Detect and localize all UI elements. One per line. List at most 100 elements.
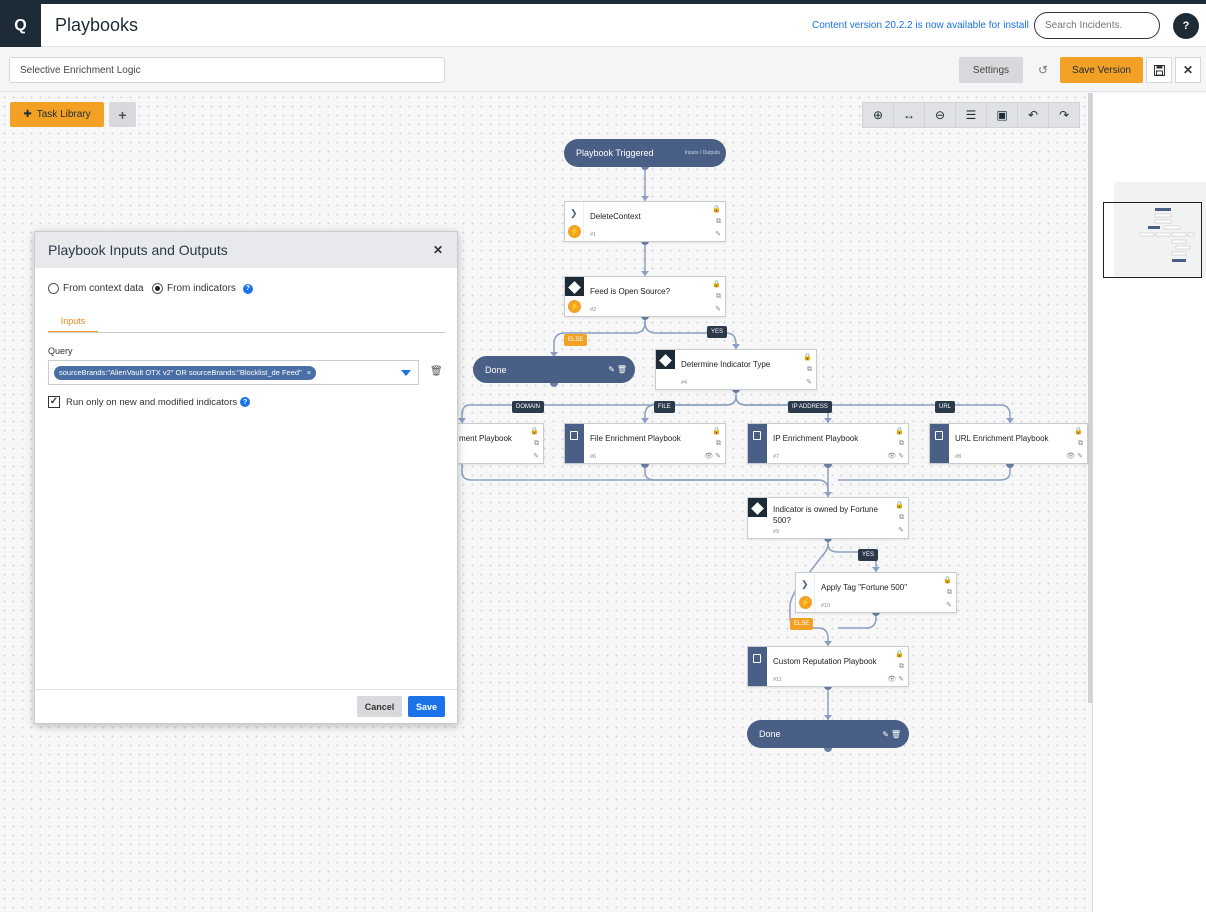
task-feed-open-source[interactable]: ⚡ Feed is Open Source? #2 🔒 ⧉ ✎ — [564, 276, 726, 317]
dropdown-caret-icon[interactable] — [401, 370, 411, 376]
edit-icon[interactable]: ✎ — [715, 231, 721, 238]
search-incidents-input[interactable] — [1034, 12, 1160, 39]
fit-width-icon[interactable]: ↔ — [894, 103, 925, 127]
task-library-button[interactable]: ✚ Task Library — [10, 102, 104, 127]
save-disk-icon[interactable] — [1146, 57, 1172, 83]
copy-icon[interactable]: ⧉ — [1078, 440, 1083, 447]
tab-divider — [48, 332, 445, 333]
edit-icon[interactable]: ✎ — [715, 306, 721, 313]
task-file-enrichment[interactable]: File Enrichment Playbook #6 🔒 ⧉ 👁 ✎ — [564, 423, 726, 464]
query-chip[interactable]: sourceBrands:"AlienVault OTX v2" OR sour… — [54, 366, 317, 380]
minimap[interactable] — [1114, 182, 1206, 278]
done-node-final[interactable]: Done ✎ 🗑 — [747, 720, 909, 748]
tab-inputs[interactable]: Inputs — [48, 310, 98, 333]
redo-icon[interactable]: ↷ — [1058, 108, 1070, 122]
edit-icon[interactable]: ✎ — [946, 602, 952, 609]
done-node[interactable]: Done ✎ 🗑 — [473, 356, 635, 383]
lock-icon[interactable]: 🔒 — [943, 577, 952, 584]
lock-icon[interactable]: 🔒 — [1074, 428, 1083, 435]
copy-icon[interactable]: ⧉ — [899, 440, 904, 447]
lock-icon[interactable]: 🔒 — [530, 428, 539, 435]
task-number: #10 — [821, 603, 831, 609]
edit-icon[interactable]: ✎ — [898, 527, 904, 534]
task-ip-enrichment[interactable]: IP Enrichment Playbook #7 🔒 ⧉ 👁 ✎ — [747, 423, 909, 464]
image-export-icon[interactable]: ▣ — [987, 103, 1018, 127]
copy-icon[interactable]: ⧉ — [899, 663, 904, 670]
save-button[interactable]: Save — [408, 696, 445, 717]
close-playbook-button[interactable]: ✕ — [1175, 57, 1201, 83]
playbook-name-input[interactable]: Selective Enrichment Logic — [9, 57, 445, 83]
zoom-toolbar: ⊕ ↔ ⊖ ☰ ▣ ↶ ↷ — [862, 102, 1080, 128]
edit-icon[interactable]: ✎ — [882, 729, 889, 739]
inputs-outputs-link[interactable]: Inputs / Outputs — [684, 150, 720, 156]
help-button[interactable]: ? — [1173, 13, 1199, 39]
copy-icon[interactable]: ⧉ — [899, 514, 904, 521]
task-number: #9 — [773, 529, 780, 535]
task-apply-tag[interactable]: ❯ ⚡ Apply Tag "Fortune 500" #10 🔒 ⧉ ✎ — [795, 572, 957, 613]
edit-icon[interactable]: ✎ — [806, 379, 812, 386]
chip-remove-icon[interactable]: × — [306, 368, 312, 377]
zoom-out-icon[interactable]: ⊖ — [925, 103, 956, 127]
settings-button[interactable]: Settings — [959, 57, 1023, 83]
add-button[interactable]: + — [109, 102, 136, 127]
trash-icon[interactable]: 🗑 — [616, 365, 627, 374]
help-question-icon[interactable]: ? — [242, 283, 253, 294]
task-fortune-500-check[interactable]: Indicator is owned by Fortune 500? #9 🔒 … — [747, 497, 909, 539]
copy-icon[interactable]: ⧉ — [716, 218, 721, 225]
close-icon[interactable]: ✕ — [432, 243, 443, 257]
minimap-viewport[interactable] — [1103, 202, 1202, 278]
copy-icon[interactable]: ⧉ — [716, 440, 721, 447]
automation-bolt-icon: ⚡ — [568, 300, 581, 313]
task-delete-context[interactable]: ❯ ⚡ DeleteContext #1 🔒 ⧉ ✎ — [564, 201, 726, 242]
align-icon[interactable]: ☰ — [956, 103, 987, 127]
lock-icon[interactable]: 🔒 — [895, 651, 904, 658]
ip-address-tag: IP ADDRESS — [788, 401, 832, 413]
task-title: File Enrichment Playbook — [590, 434, 681, 443]
chevron-right-icon: ❯ — [801, 579, 809, 589]
radio-from-indicators[interactable]: From indicators ? — [152, 283, 253, 294]
undo-icon[interactable]: ↶ — [1018, 103, 1049, 127]
trash-icon[interactable]: 🗑 — [430, 366, 443, 377]
lock-icon[interactable]: 🔒 — [895, 428, 904, 435]
dialog-footer: Cancel Save — [35, 689, 457, 723]
lock-icon[interactable]: 🔒 — [712, 281, 721, 288]
content-update-link[interactable]: Content version 20.2.2 is now available … — [812, 20, 1029, 31]
help-question-icon[interactable]: ? — [240, 397, 251, 407]
save-version-button[interactable]: Save Version — [1060, 57, 1143, 83]
app-logo[interactable]: Q — [0, 4, 41, 47]
copy-icon[interactable]: ⧉ — [947, 589, 952, 596]
playbook-triggered-node[interactable]: Playbook Triggered Inputs / Outputs — [564, 139, 726, 167]
edit-icon[interactable]: ✎ — [533, 453, 539, 460]
copy-icon[interactable]: ⧉ — [716, 293, 721, 300]
radio-from-context[interactable]: From context data — [48, 283, 144, 294]
zoom-in-icon[interactable]: ⊕ — [863, 103, 894, 127]
task-library-label: Task Library — [36, 109, 91, 120]
revert-icon[interactable]: ↺ — [1037, 63, 1049, 77]
radio-circle-selected[interactable] — [152, 283, 163, 294]
canvas-scrollbar[interactable] — [1088, 93, 1092, 703]
edit-icon[interactable]: ✎ — [608, 365, 615, 374]
task-determine-indicator-type[interactable]: Determine Indicator Type #4 🔒 ⧉ ✎ — [655, 349, 817, 390]
trash-icon[interactable]: 🗑 — [890, 729, 901, 739]
radio-circle[interactable] — [48, 283, 59, 294]
run-only-new-checkbox-row[interactable]: ✓ Run only on new and modified indicator… — [48, 396, 251, 408]
copy-icon[interactable]: ⧉ — [807, 366, 812, 373]
eye-edit-icon[interactable]: 👁 ✎ — [887, 453, 904, 460]
lock-icon[interactable]: 🔒 — [895, 502, 904, 509]
radio-label: From context data — [63, 283, 144, 294]
lock-icon[interactable]: 🔒 — [803, 354, 812, 361]
lock-icon[interactable]: 🔒 — [712, 428, 721, 435]
eye-edit-icon[interactable]: 👁 ✎ — [887, 676, 904, 683]
task-custom-reputation[interactable]: Custom Reputation Playbook #11 🔒 ⧉ 👁 ✎ — [747, 646, 909, 687]
task-url-enrichment[interactable]: URL Enrichment Playbook #8 🔒 ⧉ 👁 ✎ — [929, 423, 1088, 464]
cancel-button[interactable]: Cancel — [357, 696, 402, 717]
query-input[interactable]: sourceBrands:"AlienVault OTX v2" OR sour… — [48, 360, 419, 385]
copy-icon[interactable]: ⧉ — [534, 440, 539, 447]
lock-icon[interactable]: 🔒 — [712, 206, 721, 213]
playbook-book-icon — [570, 431, 578, 440]
task-number: #7 — [773, 454, 780, 460]
eye-edit-icon[interactable]: 👁 ✎ — [704, 453, 721, 460]
dialog-header: Playbook Inputs and Outputs ✕ — [35, 232, 457, 268]
eye-edit-icon[interactable]: 👁 ✎ — [1066, 453, 1083, 460]
checkbox-checked[interactable]: ✓ — [48, 396, 60, 408]
